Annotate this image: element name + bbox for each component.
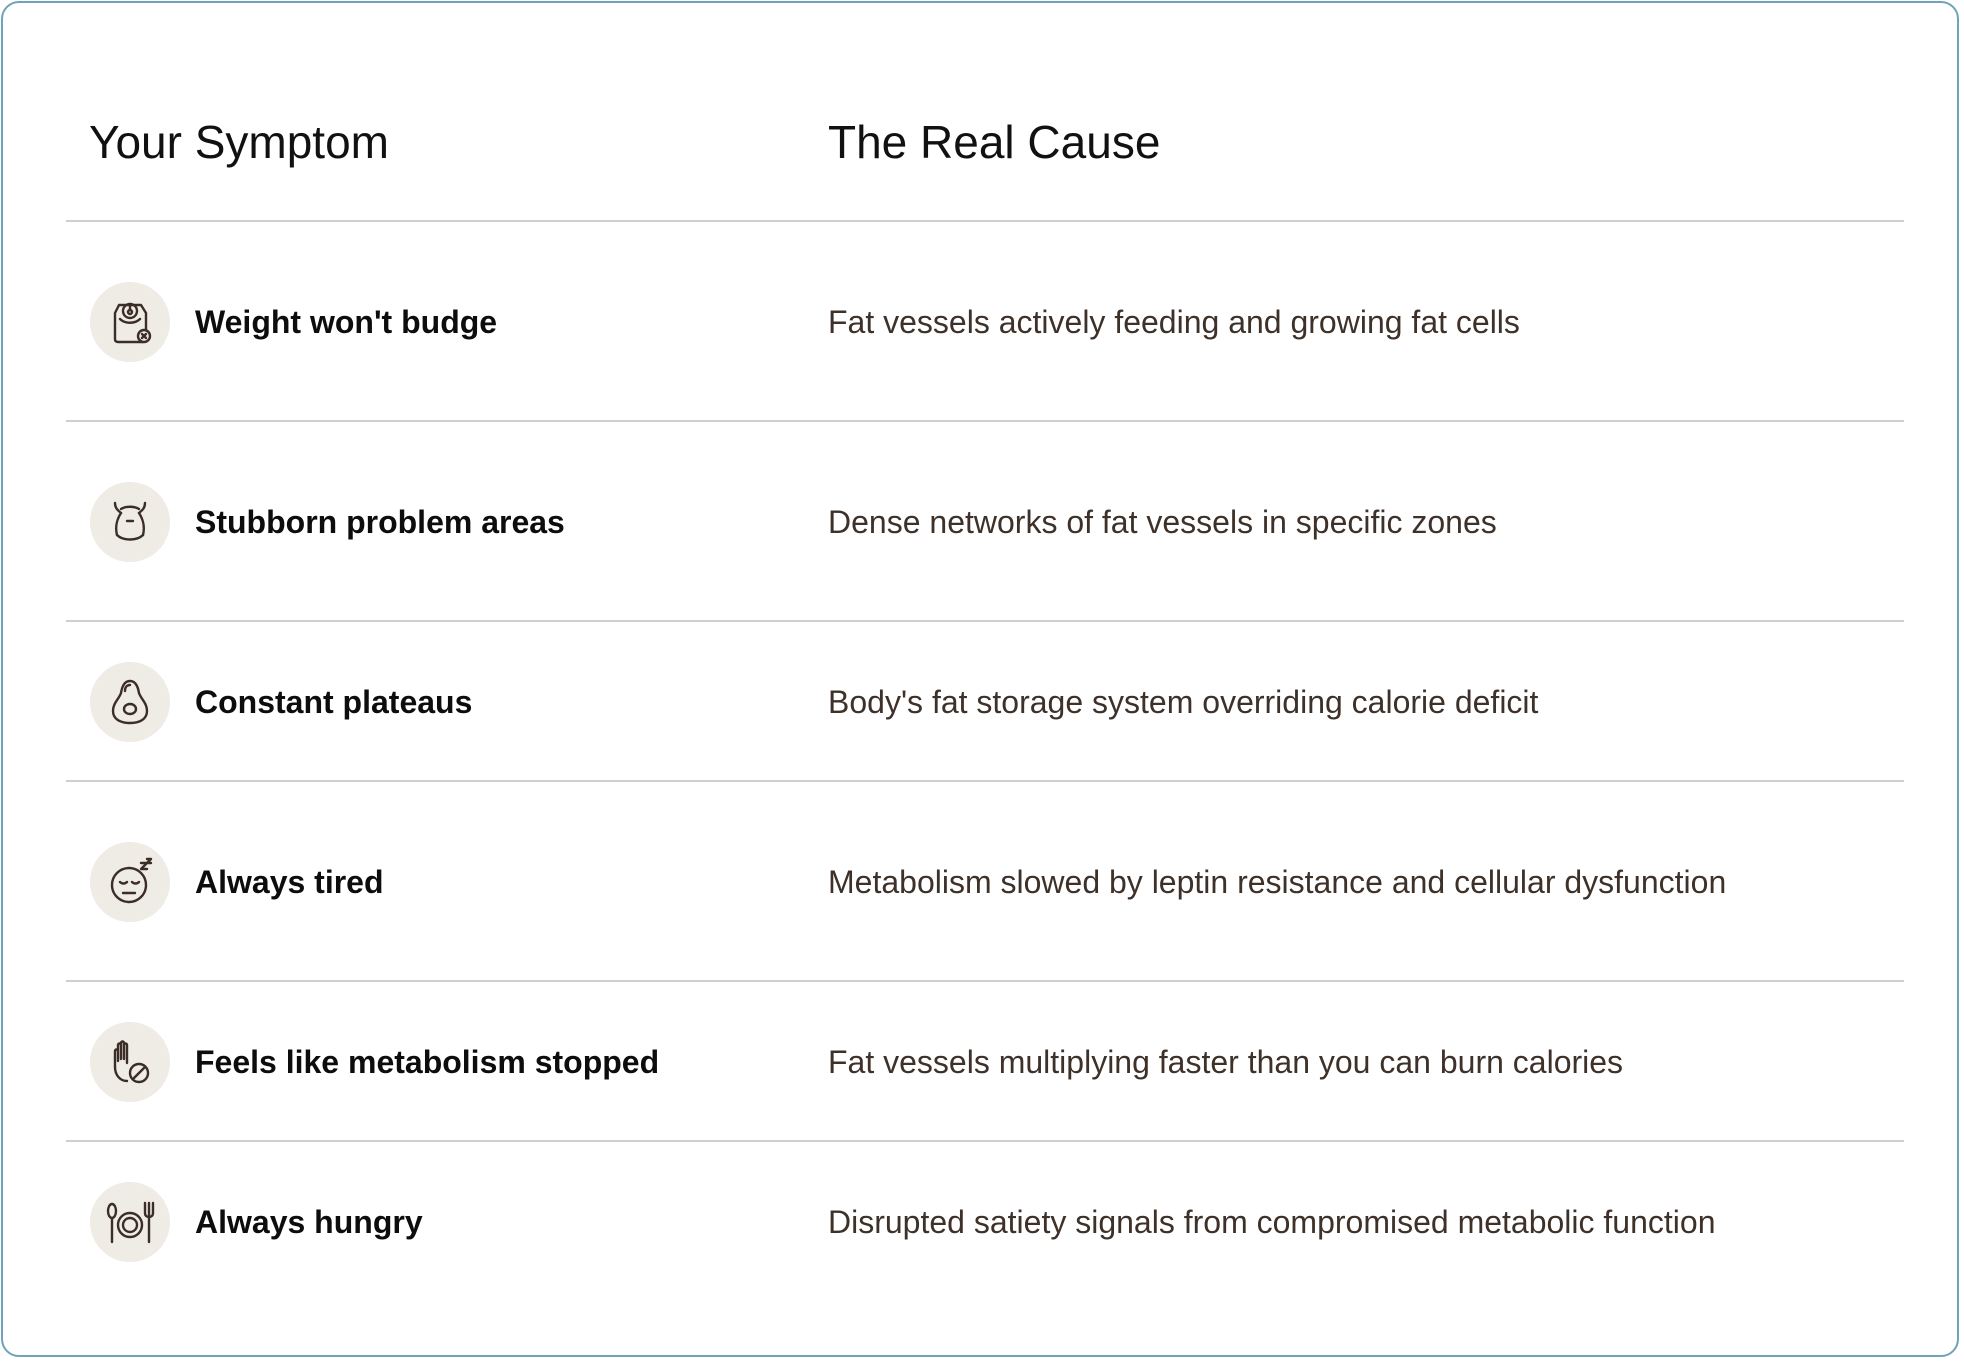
table-row: Always tired Metabolism slowed by leptin… [66, 842, 1904, 922]
header-symptom: Your Symptom [89, 116, 389, 168]
table-row: Constant plateaus Body's fat storage sys… [66, 662, 1904, 742]
row-divider [66, 780, 1904, 782]
symptom-label: Constant plateaus [195, 683, 473, 720]
plate-utensils-icon [90, 1182, 170, 1262]
row-divider [66, 980, 1904, 982]
row-divider [66, 1140, 1904, 1142]
scale-x-icon [90, 282, 170, 362]
cause-text: Disrupted satiety signals from compromis… [828, 1203, 1716, 1240]
row-divider [66, 420, 1904, 422]
sleepy-face-icon [90, 842, 170, 922]
symptom-label: Weight won't budge [195, 303, 498, 340]
hand-stop-icon [90, 1022, 170, 1102]
row-divider [66, 620, 1904, 622]
symptom-label: Feels like metabolism stopped [195, 1043, 660, 1080]
table-row: Weight won't budge Fat vessels actively … [66, 282, 1904, 362]
cause-text: Metabolism slowed by leptin resistance a… [828, 863, 1727, 900]
table-row: Feels like metabolism stopped Fat vessel… [66, 1022, 1904, 1102]
cause-text: Dense networks of fat vessels in specifi… [828, 503, 1497, 540]
avocado-icon [90, 662, 170, 742]
symptom-label: Stubborn problem areas [195, 503, 565, 540]
header-cause: The Real Cause [828, 116, 1161, 168]
cause-text: Fat vessels multiplying faster than you … [828, 1043, 1624, 1080]
cause-text: Body's fat storage system overriding cal… [828, 683, 1539, 720]
table-row: Stubborn problem areas Dense networks of… [66, 482, 1904, 562]
torso-icon [90, 482, 170, 562]
symptom-label: Always tired [195, 863, 384, 900]
symptom-label: Always hungry [195, 1203, 423, 1240]
row-divider [66, 220, 1904, 222]
table-row: Always hungry Disrupted satiety signals … [66, 1182, 1904, 1262]
cause-text: Fat vessels actively feeding and growing… [828, 303, 1520, 340]
